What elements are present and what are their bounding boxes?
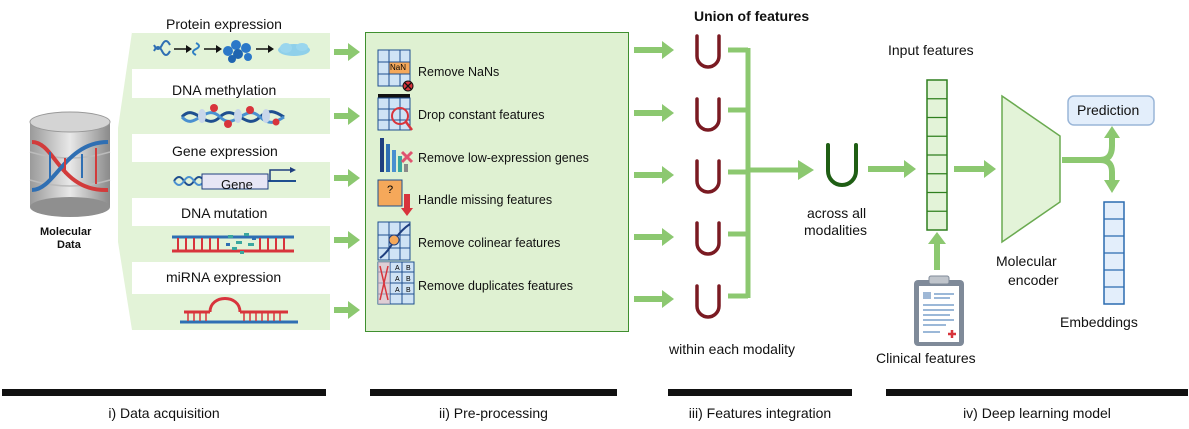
arrow-right-icon (334, 231, 360, 249)
arrow-right-icon (334, 43, 360, 61)
stage-label-acquisition: i) Data acquisition (108, 405, 220, 421)
gene-box-label: Gene (221, 177, 253, 192)
arrow-up-icon (1104, 126, 1120, 138)
across-label-line2: modalities (804, 222, 868, 238)
mirna-expression-icon (180, 297, 298, 324)
dup-cell-b-1: B (406, 265, 411, 272)
union-title: Union of features (694, 8, 810, 24)
step-remove-duplicates: Remove duplicates features (418, 279, 573, 293)
across-label-line1: across all (807, 205, 867, 221)
database-icon (29, 111, 111, 217)
handle-missing-icon (377, 179, 413, 216)
step-remove-colinear: Remove colinear features (418, 236, 561, 250)
modality-label-mutation: DNA mutation (181, 205, 268, 221)
embeddings-label: Embeddings (1060, 314, 1138, 330)
arrow-right-icon (634, 228, 674, 246)
arrow-right-icon (634, 166, 674, 184)
union-symbol-icon (695, 159, 721, 194)
encoder-label-line1: Molecular (996, 253, 1057, 269)
union-symbol-icon (695, 221, 721, 256)
remove-duplicates-icon (377, 261, 415, 305)
database-label-line2: Data (57, 239, 81, 251)
database-label-line1: Molecular (40, 226, 92, 238)
dna-methylation-icon (180, 104, 285, 128)
missing-tag: ? (387, 184, 394, 196)
arrow-right-icon (334, 301, 360, 319)
union-symbol-icon (826, 143, 858, 187)
clinical-features-label: Clinical features (876, 350, 976, 366)
step-drop-constant: Drop constant features (418, 108, 545, 122)
arrow-right-icon (634, 290, 674, 308)
nan-tag: NaN (390, 63, 407, 72)
stage-label-preprocessing: ii) Pre-processing (439, 405, 548, 421)
arrow-right-icon (634, 41, 674, 59)
remove-nans-icon (377, 49, 414, 92)
stage-bar-3 (668, 389, 852, 396)
dup-cell-a-1: A (395, 265, 400, 272)
modality-label-mirna: miRNA expression (166, 269, 282, 285)
arrow-up-icon (928, 232, 946, 270)
arrow-down-icon (1104, 180, 1120, 193)
stage-bar-1 (2, 389, 326, 396)
step-remove-nans: Remove NaNs (418, 65, 500, 79)
dup-cell-b-2: B (406, 276, 411, 283)
prediction-box (1067, 95, 1155, 126)
union-symbol-icon (695, 97, 721, 132)
prediction-label: Prediction (1077, 102, 1140, 118)
union-symbol-icon (695, 34, 721, 69)
step-handle-missing: Handle missing features (418, 193, 553, 207)
arrow-right-icon (868, 160, 916, 178)
dup-cell-a-2: A (395, 276, 400, 283)
protein-expression-icon (153, 40, 310, 63)
low-expression-icon (380, 138, 414, 172)
union-symbol-icon (695, 284, 721, 319)
stage-label-integration: iii) Features integration (688, 405, 832, 421)
stage-label-deep-learning: iv) Deep learning model (963, 405, 1111, 421)
clipboard-icon (914, 275, 964, 346)
encoder-label-line2: encoder (1008, 272, 1059, 288)
dup-cell-b-3: B (406, 287, 411, 294)
within-modality-label: within each modality (669, 341, 796, 357)
arrow-right-icon (334, 107, 360, 125)
stage-bar-4 (886, 389, 1188, 396)
dup-cell-a-3: A (395, 287, 400, 294)
modality-label-methylation: DNA methylation (172, 82, 277, 98)
arrow-right-icon (334, 169, 360, 187)
drop-constant-icon (377, 94, 413, 131)
encoder-shape (1001, 94, 1061, 244)
step-low-expression: Remove low-expression genes (418, 151, 589, 165)
input-features-label: Input features (888, 42, 974, 58)
arrow-right-icon (954, 160, 996, 178)
dna-mutation-icon (172, 233, 294, 254)
modality-label-gene: Gene expression (172, 143, 278, 159)
gene-expression-icon (173, 167, 296, 190)
modality-label-protein: Protein expression (166, 16, 282, 32)
arrow-right-icon (634, 104, 674, 122)
remove-colinear-icon (377, 221, 411, 261)
modality-row-bg-4 (132, 226, 330, 262)
arrow-right-icon (798, 160, 814, 180)
modality-row-bg-2 (132, 98, 330, 134)
stage-bar-2 (370, 389, 617, 396)
